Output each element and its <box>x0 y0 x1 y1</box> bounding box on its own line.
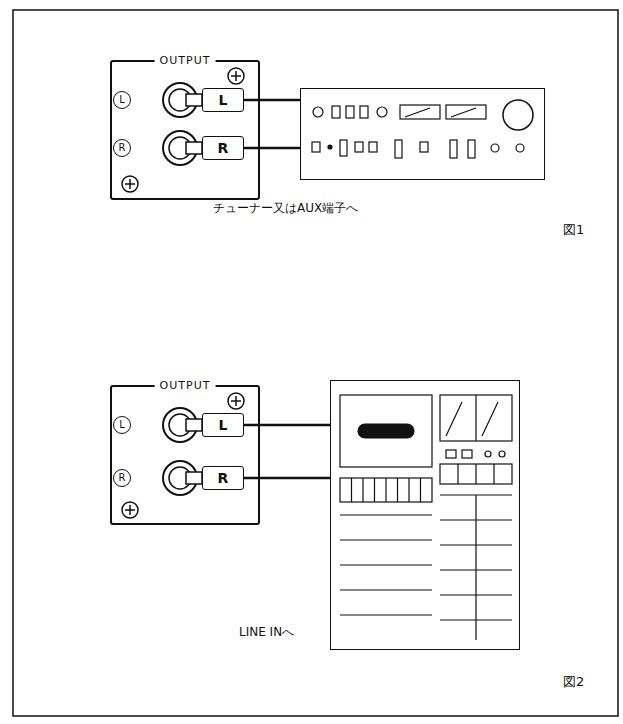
signal-cable <box>244 147 300 150</box>
audio-device: チューナー又はAUX端子へ <box>300 88 545 180</box>
rca-plug: L <box>202 413 244 437</box>
cassette-deck-front <box>340 395 512 640</box>
connection-note: LINE INへ <box>239 625 294 640</box>
audio-device: LINE INへ <box>330 380 520 650</box>
amplifier-front <box>312 100 533 158</box>
signal-cable <box>244 424 330 427</box>
channel-mark: R <box>113 139 131 157</box>
rca-plug: L <box>202 88 244 112</box>
panel-title: OUTPUT <box>155 378 216 393</box>
jack-symbols <box>163 83 202 495</box>
output-panel: OUTPUTLR <box>110 385 260 525</box>
figure-number: 図2 <box>563 674 584 690</box>
channel-mark: L <box>113 91 131 109</box>
connection-note: チューナー又はAUX端子へ <box>213 201 358 216</box>
plug-letter: L <box>219 92 228 108</box>
plug-letter: L <box>219 417 228 433</box>
channel-mark: L <box>113 416 131 434</box>
plug-letter: R <box>218 140 229 156</box>
screw-symbols <box>122 68 244 518</box>
plug-letter: R <box>218 470 229 486</box>
rca-plug: R <box>202 136 244 160</box>
output-panel: OUTPUTLR <box>110 60 260 200</box>
rca-plug: R <box>202 466 244 490</box>
figure-number: 図1 <box>563 222 584 238</box>
panel-title: OUTPUT <box>155 53 216 68</box>
signal-cable <box>244 99 300 102</box>
signal-cable <box>244 477 330 480</box>
channel-mark: R <box>113 469 131 487</box>
outer-frame <box>13 10 618 716</box>
